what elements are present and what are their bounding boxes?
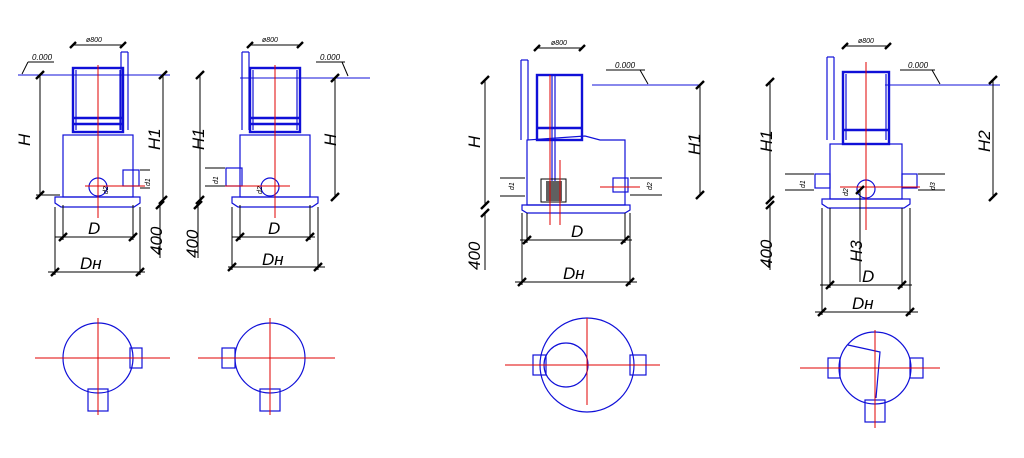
plan-view-3: [505, 317, 660, 413]
height-H-label: H: [15, 133, 34, 146]
diameter-D-label: D: [862, 267, 874, 286]
diameter-D-label: D: [268, 219, 280, 238]
d2-label: d2: [257, 186, 264, 194]
base-height-label: 400: [465, 241, 484, 270]
neck-diameter-label: ø800: [858, 38, 874, 45]
neck-diameter-label: ø800: [262, 37, 278, 44]
d1-label: d1: [800, 180, 807, 188]
neck-diameter-label: ø800: [551, 40, 567, 47]
height-H-label: H: [321, 133, 340, 146]
d2-label: d2: [103, 186, 110, 194]
diameter-D-label: D: [571, 222, 583, 241]
outer-diameter-label: Dн: [80, 254, 102, 273]
d3-label: d3: [930, 182, 937, 190]
height-H1-label: H1: [757, 130, 776, 152]
neck-diameter-label: ø800: [86, 37, 102, 44]
height-H3-label: H3: [847, 240, 866, 262]
d1-label: d1: [213, 176, 220, 184]
shaft-base: [54, 196, 141, 208]
height-H1-label: H1: [145, 128, 164, 150]
plan-view-4: [800, 330, 940, 428]
base-height-label: 400: [147, 226, 166, 255]
base-height-label: 400: [183, 229, 202, 258]
plan-view-1: [35, 318, 170, 415]
plan-view-2: [198, 318, 335, 415]
level-mark: 0.000: [908, 61, 929, 70]
level-mark: 0.000: [32, 53, 53, 62]
diameter-D-label: D: [88, 219, 100, 238]
outer-diameter-label: Dн: [262, 250, 284, 269]
d1-label: d1: [145, 178, 152, 186]
sump-block: [540, 178, 567, 203]
elevation-view-4: 0.000 ø800 H1 H2 d1 d2 d3 400: [757, 38, 1000, 317]
d1-label: d1: [509, 182, 516, 190]
shaft-body: [526, 135, 626, 206]
d2-label: d2: [647, 182, 654, 190]
height-H1-label: H1: [685, 133, 704, 155]
base-height-label: 400: [757, 239, 776, 268]
d2-label: d2: [843, 188, 850, 196]
side-nozzle: [122, 169, 140, 187]
elevation-view-1: 0.000 ø800 H H1 d1 d2: [15, 37, 170, 277]
outer-diameter-label: Dн: [563, 264, 585, 283]
height-H-label: H: [465, 135, 484, 148]
height-H1-label: H1: [189, 128, 208, 150]
level-mark: 0.000: [615, 61, 636, 70]
height-H2-label: H2: [975, 130, 994, 152]
level-mark: 0.000: [320, 53, 341, 62]
elevation-view-2: 0.000 ø800 H1 H d1 d2 400 D: [183, 37, 370, 272]
outer-diameter-label: Dн: [852, 294, 874, 313]
elevation-view-3: 0.000 ø800 H H1 d1 d2 400: [465, 40, 705, 287]
